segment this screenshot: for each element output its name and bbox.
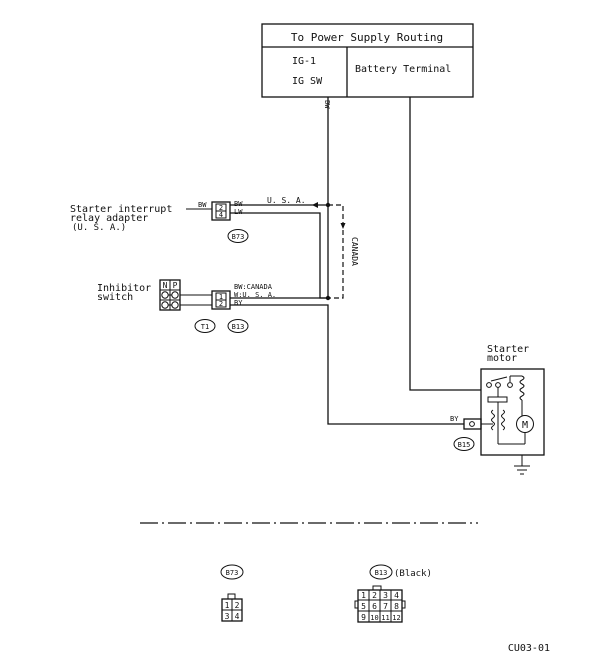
b73-connector-detail: B73 1 2 3 4: [220, 564, 244, 622]
battery-terminal-label: Battery Terminal: [355, 64, 451, 75]
inhibitor-p-label: P: [173, 281, 178, 290]
relay-connector: [211, 201, 231, 221]
b13-pin-7: 7: [383, 602, 388, 611]
b13-color-label: (Black): [394, 569, 432, 579]
b13-pin-11: 11: [381, 614, 389, 622]
b13-pin-6: 6: [372, 602, 377, 611]
inhibitor-pin-2: 2: [219, 300, 223, 308]
b13-pin-10: 10: [370, 614, 378, 622]
motor-symbol: [516, 415, 534, 433]
inhibitor-wire-by: BY: [234, 299, 243, 307]
by-wire: BY: [230, 304, 464, 425]
b15-connector: [463, 418, 482, 430]
inhibitor-n-label: N: [163, 281, 168, 290]
power-box-title: To Power Supply Routing: [291, 31, 443, 44]
b13-pin-12: 12: [392, 614, 400, 622]
b13-connector-detail: B13 (Black) 1 2 3 4 5 6 7 8 9 10 11 12: [354, 564, 432, 623]
b73-pin-4: 4: [235, 612, 240, 621]
b73-detail-label: B73: [226, 569, 239, 577]
b73-pin-1: 1: [225, 601, 230, 610]
t1-connector-tag: [194, 319, 216, 333]
starter-wire-by: BY: [450, 415, 459, 423]
inhibitor-switch: Inhibitor switch N P 1 2 BW:CANADA W:U. …: [97, 279, 331, 333]
relay-label-line1: Starter interrupt: [70, 204, 172, 215]
b73-pin-3: 3: [225, 612, 230, 621]
b13-pin-5: 5: [361, 602, 366, 611]
starter-interrupt-relay: Starter interrupt relay adapter (U. S. A…: [70, 200, 249, 243]
figure-code: CU03-01: [508, 643, 550, 654]
b15-label: B15: [458, 441, 471, 449]
starter-label-line2: motor: [487, 353, 517, 364]
bw-main-wire: BW: [323, 97, 331, 298]
b73-connector-tag: [227, 229, 249, 243]
ig1-label: IG-1: [292, 56, 316, 67]
b15-connector-tag: [453, 437, 475, 451]
inhibitor-label-line1: Inhibitor: [97, 283, 151, 294]
starter-motor: Starter motor B15 M: [453, 344, 545, 475]
t1-connector: [211, 290, 231, 310]
power-supply-box: To Power Supply Routing IG-1 IG SW Batte…: [261, 23, 474, 98]
canada-label: CANADA: [350, 237, 359, 266]
b73-label: B73: [232, 233, 245, 241]
b13-pin-8: 8: [394, 602, 399, 611]
usa-label-upper: U. S. A.: [267, 196, 306, 205]
relay-pin-4: 4: [219, 211, 223, 219]
inhibitor-wire-bw-canada: BW:CANADA: [234, 283, 273, 291]
b13-pin-2: 2: [372, 591, 377, 600]
inhibitor-label-line2: switch: [97, 292, 133, 303]
b13-detail-label: B13: [375, 569, 388, 577]
relay-label-line2: relay adapter: [70, 213, 148, 224]
inhibitor-pin-1: 1: [219, 293, 223, 301]
starter-motor-box: [480, 368, 545, 456]
b73-pin-2: 2: [235, 601, 240, 610]
battery-starter-wire: [409, 97, 481, 391]
relay-pin-lw: LW: [234, 208, 243, 216]
relay-pin-2: 2: [219, 204, 223, 212]
b13-pin-1: 1: [361, 591, 366, 600]
b13-pin-9: 9: [361, 613, 366, 622]
bw-wire-label: BW: [323, 100, 331, 109]
relay-label-line3: (U. S. A.): [72, 223, 126, 233]
b13-label: B13: [232, 323, 245, 331]
motor-m-label: M: [522, 420, 528, 431]
b13-connector-tag: [227, 319, 249, 333]
starter-label-line1: Starter: [487, 344, 529, 355]
ig-sw-label: IG SW: [292, 76, 323, 87]
b13-pin-3: 3: [383, 591, 388, 600]
relay-wire-bw: BW: [198, 201, 207, 209]
inhibitor-wire-w-usa: W:U. S. A.: [234, 291, 276, 299]
relay-pin-bw: BW: [234, 200, 243, 208]
b13-pin-4: 4: [394, 591, 399, 600]
t1-label: T1: [201, 323, 209, 331]
